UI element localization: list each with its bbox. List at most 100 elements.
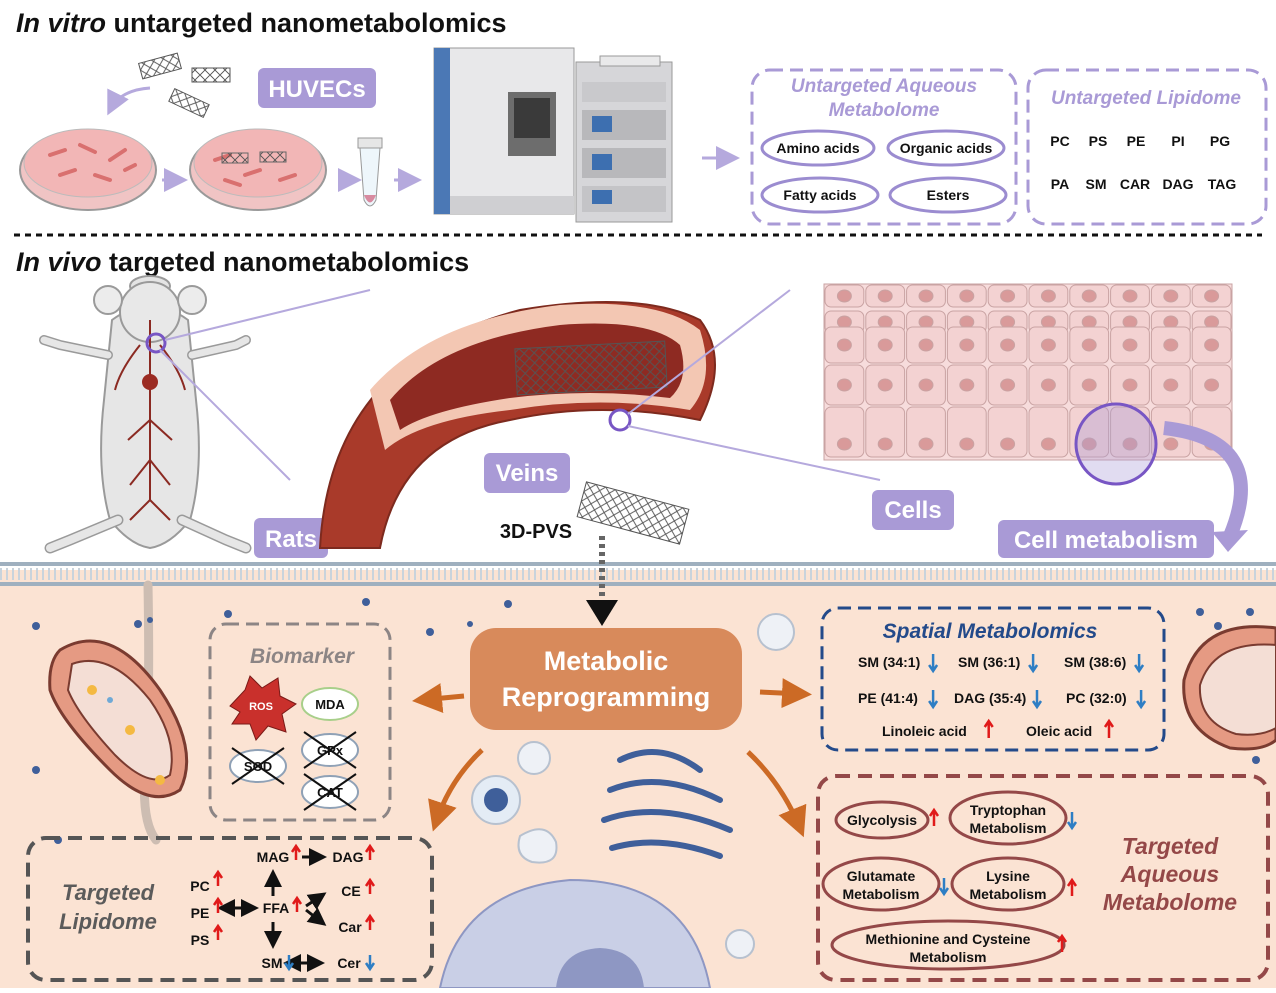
aqueous-item: Fatty acids: [783, 187, 856, 203]
cell-metabolism-arrow: [1163, 421, 1248, 539]
arrow-to-targeted-lipidome: [428, 748, 484, 832]
glutamate-label-1: Glutamate: [847, 868, 916, 884]
rat-zoom-circle: [145, 332, 167, 354]
targeted-aqueous-title-3: Metabolome: [1103, 889, 1237, 915]
down-arrow-icon: [1031, 690, 1043, 710]
targeted-lipidome-box: [26, 836, 434, 982]
vein-zoom-circle: [608, 408, 632, 432]
lipid-trend-arrows: [212, 843, 376, 972]
spatial-item-label: DAG (35:4): [954, 690, 1026, 706]
stent-to-dish-arrow: [107, 86, 151, 116]
pathway-methionine: Methionine and Cysteine Metabolism: [830, 919, 1068, 971]
cell-nucleus: [1081, 338, 1097, 352]
targeted-aqueous-title-1: Targeted: [1122, 833, 1219, 859]
pathway-glutamate: Glutamate Metabolism: [821, 856, 950, 912]
cell-nucleus: [959, 289, 975, 303]
ros-label: ROS: [249, 701, 273, 713]
cell-nucleus: [1000, 378, 1016, 392]
cell-nucleus: [1163, 315, 1179, 329]
mass-spectrometer-icon: [433, 47, 673, 223]
cell-metabolism-label: Cell metabolism: [1014, 527, 1198, 554]
cell-nucleus: [918, 437, 934, 451]
cell-nucleus: [959, 338, 975, 352]
aqueous-title-1: Untargeted Aqueous: [791, 76, 977, 97]
cell-nucleus: [1040, 315, 1056, 329]
stent-pieces-icon: [137, 52, 231, 119]
cell-nucleus: [1122, 289, 1138, 303]
methionine-label-2: Metabolism: [909, 949, 986, 965]
mitochondrion-right-icon: [1182, 625, 1276, 751]
lipid-ps: PS: [191, 932, 210, 948]
pvs-stent-icon: [576, 481, 690, 545]
pvs-label: 3D-PVS: [500, 521, 572, 543]
cell-nucleus: [1163, 338, 1179, 352]
lipid-class: PE: [1127, 133, 1146, 149]
cells-label: Cells: [884, 497, 941, 524]
cell-nucleus: [836, 338, 852, 352]
veins-label-box: [484, 453, 570, 493]
cell-nucleus: [1204, 378, 1220, 392]
up-arrow-icon: [1103, 718, 1115, 738]
endothelial-cell: [946, 406, 987, 458]
lipid-cer: Cer: [337, 955, 361, 971]
cell-nucleus: [1000, 315, 1016, 329]
lipid-pc: PC: [190, 878, 209, 894]
metabolic-line-2: Reprogramming: [502, 682, 711, 712]
lipid-class: DAG: [1162, 176, 1193, 192]
metabolic-line-1: Metabolic: [544, 646, 669, 676]
down-arrow-icon: [1028, 654, 1039, 674]
cell-nucleus: [1040, 289, 1056, 303]
sod-crossed: SOD: [229, 747, 287, 785]
cell-nucleus: [1122, 338, 1138, 352]
spatial-item-label: SM (38:6): [1064, 654, 1126, 670]
glycolysis-label: Glycolysis: [847, 812, 917, 828]
lipid-class: PA: [1051, 176, 1069, 192]
gpx-crossed: GPx: [301, 731, 359, 769]
lipid-class: CAR: [1120, 176, 1150, 192]
targeted-lipidome-title-1: Targeted: [62, 880, 155, 905]
cell-nucleus: [1122, 378, 1138, 392]
zoom-line: [627, 425, 881, 481]
endothelial-cell: [1028, 406, 1069, 458]
endothelial-cell: [865, 406, 906, 458]
cell-nucleus: [1081, 437, 1097, 451]
lipid-class: PC: [1050, 133, 1069, 149]
lipid-ffa: FFA: [263, 900, 289, 916]
invivo-heading: In vivo targeted nanometabolomics: [16, 247, 469, 277]
spatial-item-label: Oleic acid: [1026, 723, 1092, 739]
cell-nucleus: [1000, 289, 1016, 303]
cell-nucleus: [918, 315, 934, 329]
cell-nucleus: [918, 378, 934, 392]
endothelial-cell: [824, 406, 865, 458]
lipid-class: TAG: [1208, 176, 1237, 192]
aqueous-item: Organic acids: [900, 140, 993, 156]
cell-nucleus: [1040, 437, 1056, 451]
lipidome-title: Untargeted Lipidome: [1051, 88, 1241, 109]
invivo-italic: In vivo: [16, 247, 102, 277]
lipid-car: Car: [338, 919, 362, 935]
cell-nucleus: [1122, 315, 1138, 329]
lipid-mag: MAG: [257, 849, 290, 865]
untargeted-lipidome-box: [1026, 68, 1268, 226]
cell-nucleus: [1081, 315, 1097, 329]
cell-nucleus: [1204, 338, 1220, 352]
lipid-class: PI: [1171, 133, 1184, 149]
cell-metabolism-label-box: [998, 520, 1214, 558]
rats-label-box: [254, 518, 328, 558]
cell-nucleus: [877, 289, 893, 303]
endothelial-cells-illustration: [823, 283, 1233, 461]
arrow-to-biomarker: [412, 683, 465, 714]
cell-nucleus: [1163, 289, 1179, 303]
glutamate-label-2: Metabolism: [842, 886, 919, 902]
cat-crossed: CAT: [301, 773, 359, 811]
cell-nucleus: [877, 315, 893, 329]
cell-nucleus: [918, 289, 934, 303]
cell-nucleus: [877, 437, 893, 451]
petri-dish-stent-icon: [189, 128, 327, 211]
down-arrow-icon: [928, 690, 939, 710]
cell-nucleus: [1000, 437, 1016, 451]
cell-nucleus: [836, 437, 852, 451]
spatial-item-label: SM (36:1): [958, 654, 1020, 670]
